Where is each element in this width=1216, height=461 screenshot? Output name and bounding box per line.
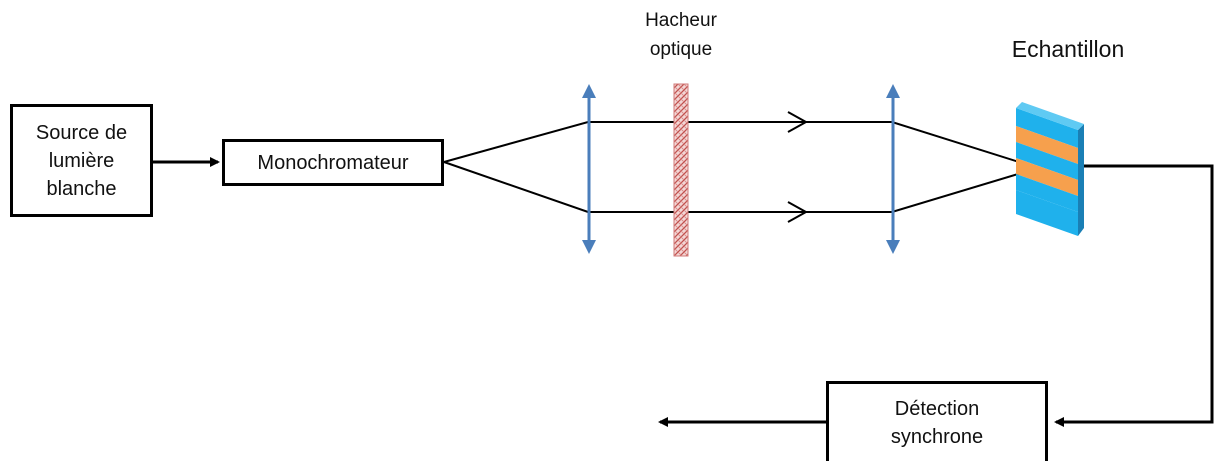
beam-arrow-heads [787, 111, 809, 223]
lens-icon [886, 84, 900, 254]
optical-chopper-label: Hacheur optique [645, 10, 717, 60]
white-light-source-box: Source de lumière blanche [10, 104, 153, 217]
light-beam [443, 121, 1039, 213]
sample-label: Echantillon [1011, 36, 1125, 62]
monochromator-box: Monochromateur [222, 139, 444, 186]
lens-icon [582, 84, 596, 254]
optical-chopper-icon [673, 83, 689, 257]
sample-icon [1016, 102, 1084, 236]
lock-in-detection-box: Détection synchrone [826, 381, 1048, 461]
signal-cable [1054, 164, 1214, 427]
